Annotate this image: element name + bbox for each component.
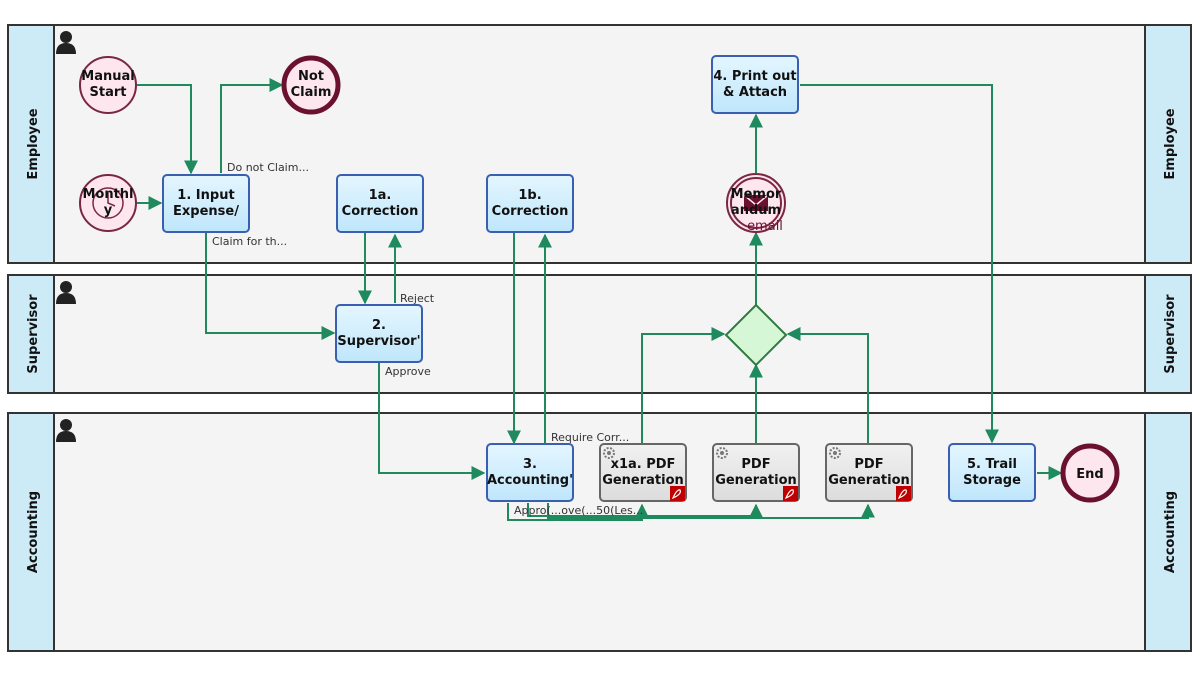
task-input-expense[interactable]: 1. Input Expense/ [162,174,250,233]
task-print-attach-label-2: & Attach [723,85,787,100]
service-task-pdf-x1a-label-1: x1a. PDF [611,457,676,472]
start-event-monthly-label-2: y [104,203,113,218]
edge-label-approve-overlap: Appro(...ove(...50(Les... [514,504,643,517]
gear-icon [829,447,841,459]
task-trail-storage[interactable]: 5. Trail Storage [948,443,1036,502]
task-correction-1b[interactable]: 1b. Correction [486,174,574,233]
start-event-monthly[interactable]: Monthl y [79,174,137,232]
task-supervisor[interactable]: 2. Supervisor' [335,304,423,363]
start-event-monthly-label-1: Monthl [82,187,133,202]
lane-supervisor: Supervisor Supervisor [7,274,1192,394]
task-input-expense-label-1: 1. Input [177,188,234,203]
task-supervisor-label-2: Supervisor' [337,334,420,349]
start-event-manual-label-1: Manual [81,69,134,84]
edge-accounting-to-pdf-2[interactable] [527,503,763,518]
service-task-pdf-3[interactable]: PDF Generation [825,443,913,502]
edges [137,78,1063,521]
edge-print-to-trail-storage[interactable] [800,84,999,444]
service-task-pdf-2[interactable]: PDF Generation [712,443,800,502]
task-accounting[interactable]: 3. Accounting' [486,443,574,502]
end-event-not-claim-label-2: Claim [291,85,332,100]
start-event-manual[interactable]: Manual Start [79,56,137,114]
service-task-pdf-3-label-1: PDF [854,457,883,472]
intermediate-event-memorandum[interactable]: Memor andum email [726,173,786,234]
task-print-attach[interactable]: 4. Print out & Attach [711,55,799,114]
end-event-not-claim[interactable]: Not Claim [281,55,341,115]
task-print-attach-label-1: 4. Print out [713,69,796,84]
memorandum-label-2: andum [731,203,781,218]
edge-supervisor-to-accounting[interactable] [378,363,486,480]
edge-label-require-corr: Require Corr... [551,431,629,444]
edge-input-to-supervisor[interactable] [205,233,336,340]
service-task-pdf-2-label-2: Generation [715,473,797,488]
person-icon [56,419,76,442]
task-trail-storage-label-2: Storage [963,473,1021,488]
task-accounting-label-2: Accounting' [487,473,573,488]
service-task-pdf-x1a[interactable]: x1a. PDF Generation [599,443,687,502]
task-accounting-label-1: 3. [523,457,537,472]
pdf-icon [783,486,798,501]
person-icon [56,281,76,304]
memorandum-label-3: email [747,219,783,234]
lane-supervisor-label-right: Supervisor [1163,294,1178,374]
task-correction-1b-label-2: Correction [492,204,569,219]
service-task-pdf-3-label-2: Generation [828,473,910,488]
edge-input-to-not-claim[interactable] [220,78,284,173]
pdf-icon [896,486,911,501]
edge-label-approve: Approve [385,365,431,378]
task-correction-1a-label-1: 1a. [369,188,392,203]
memorandum-label-1: Memor [731,187,782,202]
lane-employee-label-left: Employee [26,108,41,179]
clock-icon [92,187,124,219]
task-correction-1a-label-2: Correction [342,204,419,219]
edge-label-claim-for: Claim for th... [212,235,287,248]
lane-accounting-label-left: Accounting [26,491,41,573]
lane-accounting-label-right: Accounting [1163,491,1178,573]
person-icon [56,31,76,54]
end-event-label: End [1076,467,1103,482]
start-event-manual-label-2: Start [90,85,127,100]
envelope-icon [743,194,769,211]
pdf-icon [670,486,685,501]
edge-pdf-3-to-gateway[interactable] [786,327,869,443]
end-event[interactable]: End [1060,443,1120,503]
edge-manual-start-to-input[interactable] [137,84,198,175]
service-task-pdf-x1a-label-2: Generation [602,473,684,488]
edge-label-reject: Reject [400,292,435,305]
task-trail-storage-label-1: 5. Trail [967,457,1017,472]
gear-icon [716,447,728,459]
edge-pdf-x1a-to-gateway[interactable] [641,327,726,443]
task-input-expense-label-2: Expense/ [173,204,239,219]
lane-employee-label-right: Employee [1163,108,1178,179]
gear-icon [603,447,615,459]
task-correction-1a[interactable]: 1a. Correction [336,174,424,233]
task-supervisor-label-1: 2. [372,318,386,333]
service-task-pdf-2-label-1: PDF [741,457,770,472]
edge-accounting-to-pdf-x1a[interactable] [507,503,649,521]
task-correction-1b-label-1: 1b. [518,188,541,203]
end-event-not-claim-label-1: Not [298,69,324,84]
diamond-gateway-icon[interactable] [724,303,788,367]
edge-label-do-not-claim: Do not Claim... [227,161,309,174]
edge-accounting-to-pdf-3[interactable] [547,503,875,519]
lane-supervisor-label-left: Supervisor [26,294,41,374]
